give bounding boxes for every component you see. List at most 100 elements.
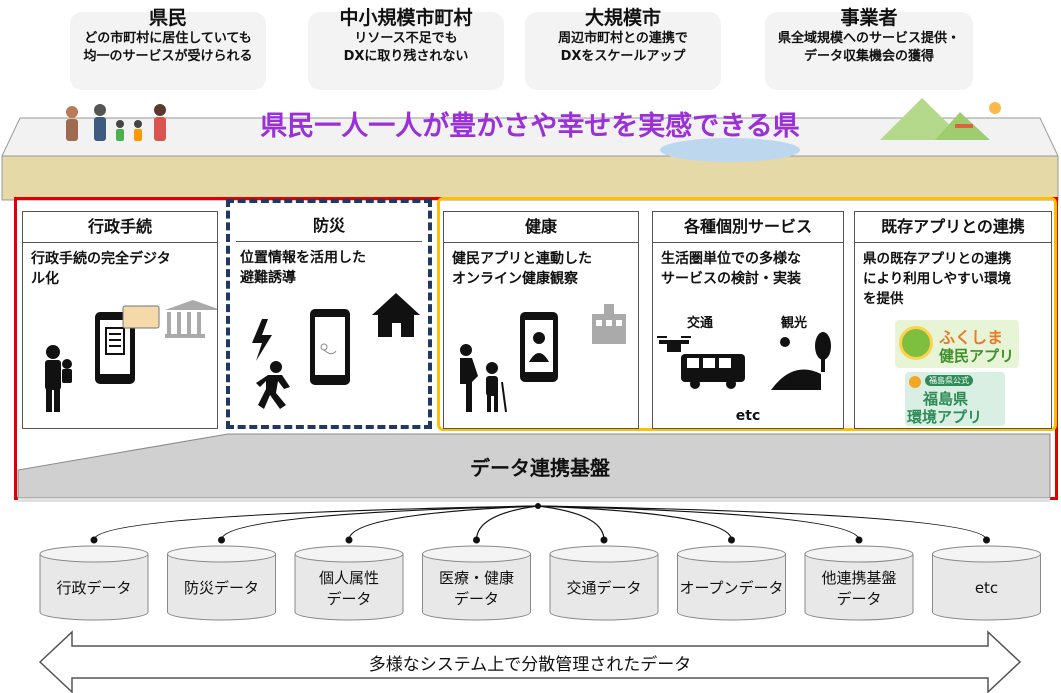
stakeholder-desc: どの市町村に居住していても 均一のサービスが受けられる bbox=[83, 31, 253, 64]
platform-label: データ連携基盤 bbox=[470, 456, 611, 480]
house-icon bbox=[372, 293, 420, 337]
gold-outline-box bbox=[437, 197, 1057, 431]
disaster-illustration bbox=[252, 293, 420, 409]
kenmin-app-line2: 健民アプリ bbox=[939, 347, 1015, 365]
running-person-icon bbox=[256, 361, 290, 409]
service-desc: 県の既存アプリとの連携 により利用しやすい環境 を提供 bbox=[863, 251, 1012, 307]
kenmin-app-line1: ふくしま bbox=[939, 328, 1004, 347]
distributed-data-label: 多様なシステム上で分散管理されたデータ bbox=[369, 654, 692, 675]
db-connector-dot bbox=[855, 536, 863, 544]
db-connector bbox=[537, 505, 733, 541]
residents-icon bbox=[66, 104, 166, 141]
service-title: 既存アプリとの連携 bbox=[855, 212, 1051, 243]
health-illustration bbox=[460, 304, 626, 413]
database-cylinder bbox=[167, 545, 276, 621]
service-admin: 行政手続 行政手続の完全デジタ ル化 bbox=[22, 211, 218, 429]
service-title: 各種個別サービス bbox=[653, 212, 843, 243]
database-cylinder bbox=[422, 545, 531, 621]
individual-illustration bbox=[657, 332, 831, 390]
database-label: データ bbox=[326, 590, 371, 608]
stakeholder-residents: 県民 どの市町村に居住していても 均一のサービスが受けられる bbox=[76, 6, 260, 96]
db-connector-dot bbox=[473, 536, 480, 544]
db-connector bbox=[220, 505, 539, 541]
db-connector bbox=[348, 505, 539, 541]
db-connector-dot bbox=[600, 536, 608, 544]
stakeholder-desc: 県全域規模へのサービス提供・ データ収集機会の獲得 bbox=[777, 31, 960, 64]
database-cylinder bbox=[932, 545, 1041, 621]
vision-text: 県民一人一人が豊かさや幸せを実感できる県 bbox=[260, 110, 799, 142]
db-connector bbox=[537, 505, 605, 541]
pregnant-woman-elderly-icon bbox=[460, 344, 507, 413]
stakeholder-title: 県民 bbox=[148, 7, 187, 29]
service-title: 防災 bbox=[236, 211, 422, 242]
database-label: 医療・健康 bbox=[439, 569, 514, 587]
env-app-line2: 環境アプリ bbox=[907, 408, 983, 426]
stakeholder-small-municipalities: 中小規模市町村 リソース不足でも DXに取り残されない bbox=[314, 6, 498, 96]
db-connector-dot bbox=[218, 536, 225, 544]
db-connector bbox=[537, 505, 988, 541]
service-desc: 位置情報を活用した 避難誘導 bbox=[240, 250, 366, 286]
database-cylinder bbox=[39, 545, 149, 621]
db-connector-dot bbox=[983, 536, 990, 544]
db-connector bbox=[93, 505, 539, 541]
service-title: 行政手続 bbox=[23, 212, 217, 243]
smartphone-map-icon bbox=[310, 309, 350, 385]
stake-bg-3 bbox=[525, 12, 721, 90]
lightning-icon bbox=[252, 319, 272, 361]
service-health: 健康 健民アプリと連動した オンライン健康観察 bbox=[443, 211, 639, 429]
stake-bg-2 bbox=[308, 12, 504, 90]
stake-bg-4 bbox=[765, 12, 973, 90]
database-cylinder bbox=[549, 545, 659, 621]
distributed-data-arrow: 多様なシステム上で分散管理されたデータ bbox=[38, 630, 1022, 693]
vision-platform: 県民一人一人が豊かさや幸せを実感できる県 bbox=[1, 98, 1059, 201]
database-label: データ bbox=[836, 590, 881, 608]
smartphone-doctor-icon bbox=[520, 312, 558, 382]
env-app-badge: 福島県公式 bbox=[925, 375, 973, 386]
database-label: etc bbox=[975, 579, 998, 597]
database-cylinder bbox=[804, 545, 914, 621]
sun-landscape-icon bbox=[771, 332, 831, 390]
service-desc: 生活圏単位での多様な サービスの検討・実装 bbox=[661, 251, 801, 287]
stakeholder-title: 中小規模市町村 bbox=[339, 7, 473, 29]
database-cylinder bbox=[294, 545, 404, 621]
env-app-sun-icon bbox=[909, 376, 921, 388]
db-connector-dot bbox=[90, 536, 98, 544]
database-label: 他連携基盤 bbox=[821, 569, 896, 587]
stakeholder-title: 大規模市 bbox=[584, 7, 661, 29]
service-title: 健康 bbox=[444, 212, 638, 243]
hub-dot bbox=[535, 503, 541, 509]
individual-etc: etc bbox=[735, 408, 761, 424]
database-cylinder bbox=[677, 545, 786, 621]
drone-icon bbox=[657, 336, 691, 352]
database-label: データ bbox=[454, 590, 499, 608]
database-label: 行政データ bbox=[56, 579, 131, 597]
db-connector bbox=[475, 505, 539, 541]
tourism-label: 観光 bbox=[781, 316, 808, 331]
transport-label: 交通 bbox=[687, 316, 714, 331]
stakeholder-businesses: 事業者 県全域規模へのサービス提供・ データ収集機会の獲得 bbox=[767, 6, 971, 96]
service-disaster: 防災 位置情報を活用した 避難誘導 bbox=[232, 211, 426, 429]
env-app-line1: 福島県 bbox=[923, 390, 969, 408]
service-desc: 行政手続の完全デジタ ル化 bbox=[31, 251, 171, 287]
database-label: 交通データ bbox=[566, 579, 641, 597]
stakeholder-title: 事業者 bbox=[840, 7, 898, 29]
db-connector bbox=[537, 505, 860, 541]
hospital-icon bbox=[592, 304, 626, 344]
service-desc: 健民アプリと連動した オンライン健康観察 bbox=[452, 251, 592, 287]
service-individual: 各種個別サービス 生活圏単位での多様な サービスの検討・実装 交通 観光 etc bbox=[652, 211, 844, 429]
bus-icon bbox=[681, 354, 745, 389]
admin-illustration bbox=[45, 300, 217, 412]
database-layer: 行政データ防災データ個人属性データ医療・健康データ交通データオープンデータ他連携… bbox=[39, 503, 1041, 621]
navy-dashed-box bbox=[226, 199, 432, 429]
parent-child-icon bbox=[45, 345, 72, 412]
db-connector-dot bbox=[728, 536, 735, 544]
kenmin-app-logo: ふくしま 健民アプリ bbox=[895, 320, 1019, 368]
database-label: 防災データ bbox=[184, 579, 259, 597]
service-app-integration: 既存アプリとの連携 県の既存アプリとの連携 により利用しやすい環境 を提供 ふく… bbox=[854, 211, 1052, 429]
kenmin-app-emblem-icon bbox=[899, 326, 933, 360]
db-connector-dot bbox=[345, 536, 353, 544]
stake-bg-1 bbox=[70, 12, 266, 90]
stakeholder-desc: リソース不足でも DXに取り残されない bbox=[343, 31, 469, 64]
env-app-logo: 福島県公式 福島県 環境アプリ bbox=[905, 372, 1005, 426]
database-label: オープンデータ bbox=[679, 579, 783, 597]
